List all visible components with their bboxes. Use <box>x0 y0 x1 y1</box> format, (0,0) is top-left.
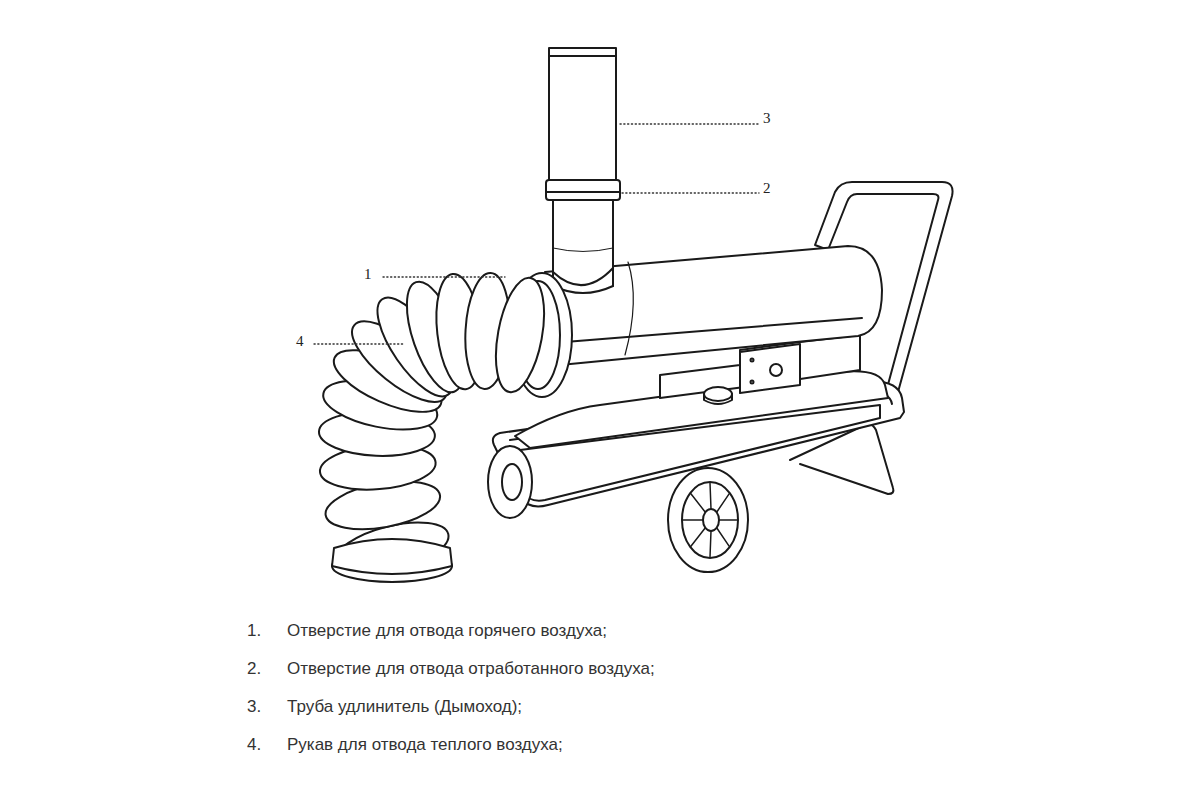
front-wheel <box>668 468 748 572</box>
callout-number: 3 <box>763 110 771 127</box>
list-text: Труба удлинитель (Дымоход); <box>287 697 522 717</box>
hose-mouth-wall <box>332 539 452 574</box>
leader-line <box>314 343 405 344</box>
control-screw <box>751 381 754 384</box>
wheel-spokes <box>683 483 737 557</box>
chimney-top-ring <box>549 55 616 57</box>
list-text: Отверстие для отвода отработанного возду… <box>287 659 655 679</box>
leader-line <box>622 192 759 193</box>
rear-hub <box>502 464 522 500</box>
fuel-cap <box>704 387 732 401</box>
list-text: Отверстие для отвода горячего воздуха; <box>287 621 607 641</box>
control-box <box>740 344 800 393</box>
list-number: 3. <box>247 697 261 717</box>
leader-lines <box>314 124 759 344</box>
wheel-spoke <box>691 494 705 512</box>
leader-line <box>620 123 759 124</box>
wheel-spoke <box>717 494 729 512</box>
callout-number: 2 <box>763 180 771 197</box>
list-number: 1. <box>247 621 261 641</box>
wheel-spoke <box>691 528 705 546</box>
leader-line <box>383 276 505 277</box>
wheel-spoke <box>719 519 737 521</box>
callout-number: 4 <box>296 333 304 350</box>
list-text: Рукав для отвода теплого воздуха; <box>287 735 563 755</box>
hose-segment <box>488 274 552 396</box>
control-knob <box>770 364 782 376</box>
body-seam <box>625 262 633 355</box>
chimney-base <box>553 198 613 286</box>
chimney-collar-line <box>546 191 620 193</box>
fuel-cap-side <box>704 394 732 404</box>
wheel-spoke <box>710 531 711 557</box>
list-number: 4. <box>247 735 261 755</box>
callout-number: 1 <box>364 266 372 283</box>
chimney-joint <box>553 248 613 252</box>
front-rim <box>682 482 738 558</box>
hose <box>318 272 552 584</box>
body-band <box>565 318 862 342</box>
wheel-spoke <box>717 528 729 546</box>
list-number: 2. <box>247 659 261 679</box>
wheel-spoke <box>683 519 703 521</box>
chimney-pipe <box>549 48 616 180</box>
rear-wheel <box>488 446 532 518</box>
wheel-spoke <box>710 483 711 509</box>
chimney-collar <box>546 180 620 200</box>
control-screw <box>751 359 754 362</box>
